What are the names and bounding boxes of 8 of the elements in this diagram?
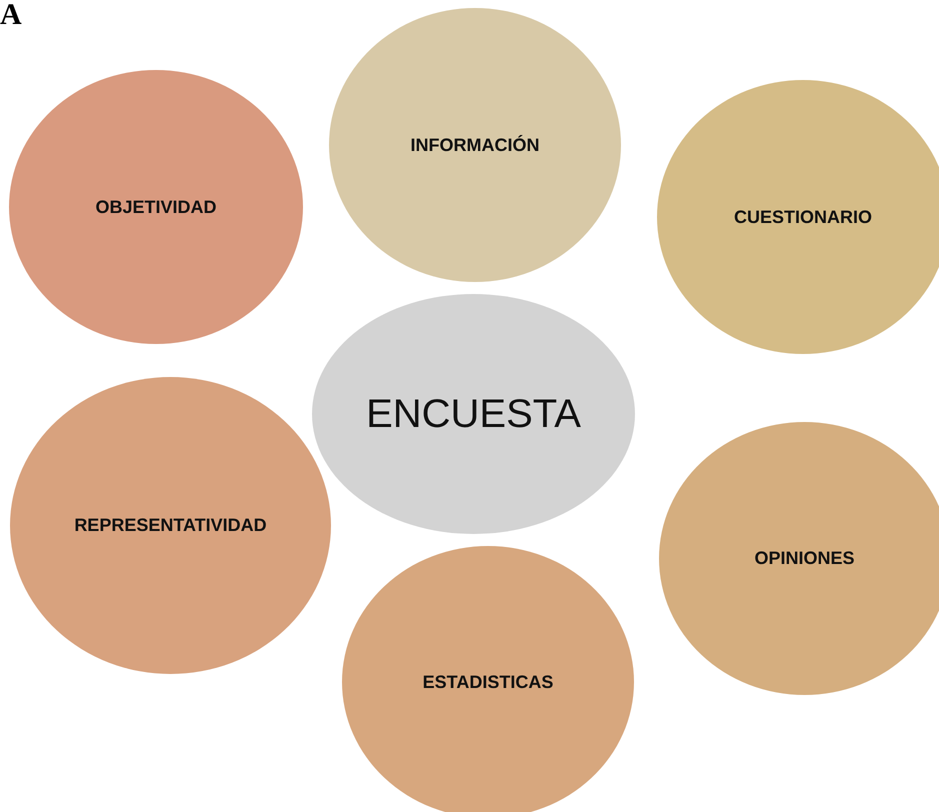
concept-label: INFORMACIÓN [410,134,540,156]
panel-label: A [0,0,22,30]
concept-label: ESTADISTICAS [422,672,554,692]
concept-label: OPINIONES [754,548,855,569]
concept-label: REPRESENTATIVIDAD [74,515,267,536]
central-concept-label: ENCUESTA [366,392,581,436]
concept-label: CUESTIONARIO [734,206,872,228]
concept-label: OBJETIVIDAD [95,196,217,218]
